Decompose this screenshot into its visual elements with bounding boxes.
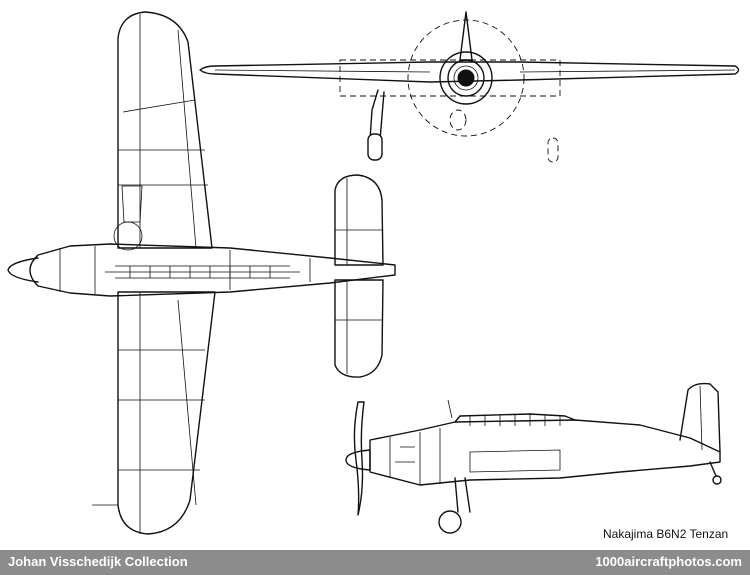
- front-view: [199, 11, 740, 163]
- side-view-spinner: [345, 449, 371, 471]
- footer-site-link[interactable]: 1000aircraftphotos.com: [595, 554, 742, 569]
- side-view: [345, 382, 722, 534]
- figure-caption: Nakajima B6N2 Tenzan: [603, 527, 729, 541]
- front-view-left-gear: [369, 89, 385, 141]
- top-view-tailplane-lower: [334, 279, 384, 378]
- top-view-lower-wing: [117, 291, 216, 535]
- front-view-propeller-disc: [407, 19, 525, 137]
- top-view-upper-wing: [117, 11, 213, 249]
- front-view-wing: [199, 61, 740, 83]
- three-view-drawing: [7, 11, 740, 535]
- side-view-propeller: [353, 401, 365, 516]
- footer-collection-credit: Johan Visschedijk Collection: [8, 554, 188, 569]
- top-view-fuselage: [29, 243, 396, 297]
- top-view: [7, 11, 396, 535]
- side-view-fuselage: [369, 419, 721, 486]
- top-view-tailplane-upper: [334, 174, 384, 266]
- front-view-cowling: [439, 51, 493, 105]
- top-view-spinner: [7, 257, 39, 283]
- side-view-fin: [679, 382, 721, 453]
- footer-bar: Johan Visschedijk Collection 1000aircraf…: [0, 550, 750, 575]
- side-view-main-gear: [454, 477, 471, 513]
